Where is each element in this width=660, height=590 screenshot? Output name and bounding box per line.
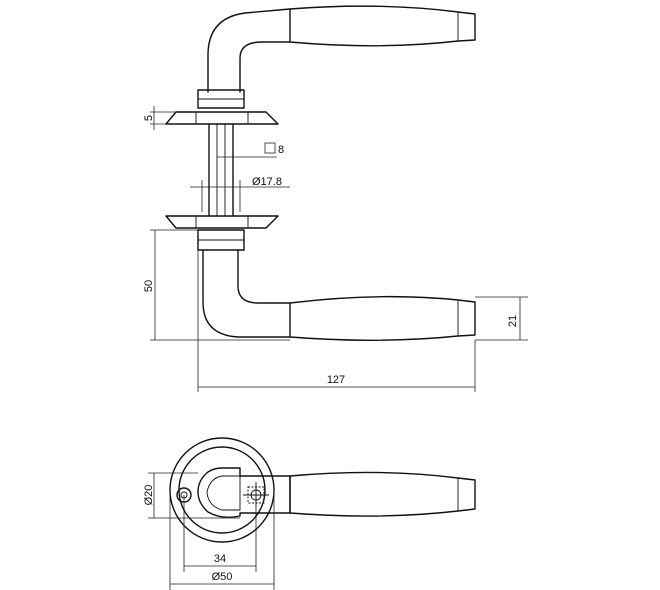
spindle: [208, 123, 234, 217]
label-offset: 34: [214, 553, 226, 565]
label-spindle-diameter: Ø17.8: [252, 176, 282, 188]
lower-rose: [165, 215, 279, 229]
upper-collar: [197, 89, 245, 109]
lower-collar: [197, 229, 245, 251]
label-length: 127: [327, 374, 345, 386]
label-grip-height: 21: [507, 315, 519, 327]
dimension-offset: 34: [183, 495, 257, 572]
dimension-rose-thickness: 5: [143, 106, 176, 130]
dimension-square-spindle: 8: [217, 142, 284, 158]
dimension-rose-inner-diameter: Ø20: [143, 472, 240, 519]
front-view: Ø20 34 Ø50: [143, 437, 476, 590]
square-symbol: [264, 142, 276, 154]
spindle-square-front: [243, 482, 269, 508]
side-view: 5 8 Ø17.8 50 21: [143, 5, 528, 392]
dimension-spindle-diameter: Ø17.8: [190, 176, 290, 212]
lever-front: [197, 467, 476, 519]
label-square-spindle: 8: [278, 144, 284, 156]
label-rose-thickness: 5: [143, 115, 155, 121]
label-height: 50: [143, 280, 155, 292]
rose-front: [169, 437, 275, 543]
label-rose-outer-diameter: Ø50: [212, 571, 233, 583]
dimension-rose-outer-diameter: Ø50: [169, 490, 275, 590]
upper-rose: [165, 111, 279, 125]
dimension-grip-height: 21: [475, 296, 528, 341]
dimension-height: 50: [143, 229, 290, 341]
lower-lever: [202, 249, 476, 341]
upper-lever: [207, 5, 476, 93]
dimension-length: 127: [197, 250, 476, 392]
label-rose-inner-diameter: Ø20: [143, 485, 155, 506]
